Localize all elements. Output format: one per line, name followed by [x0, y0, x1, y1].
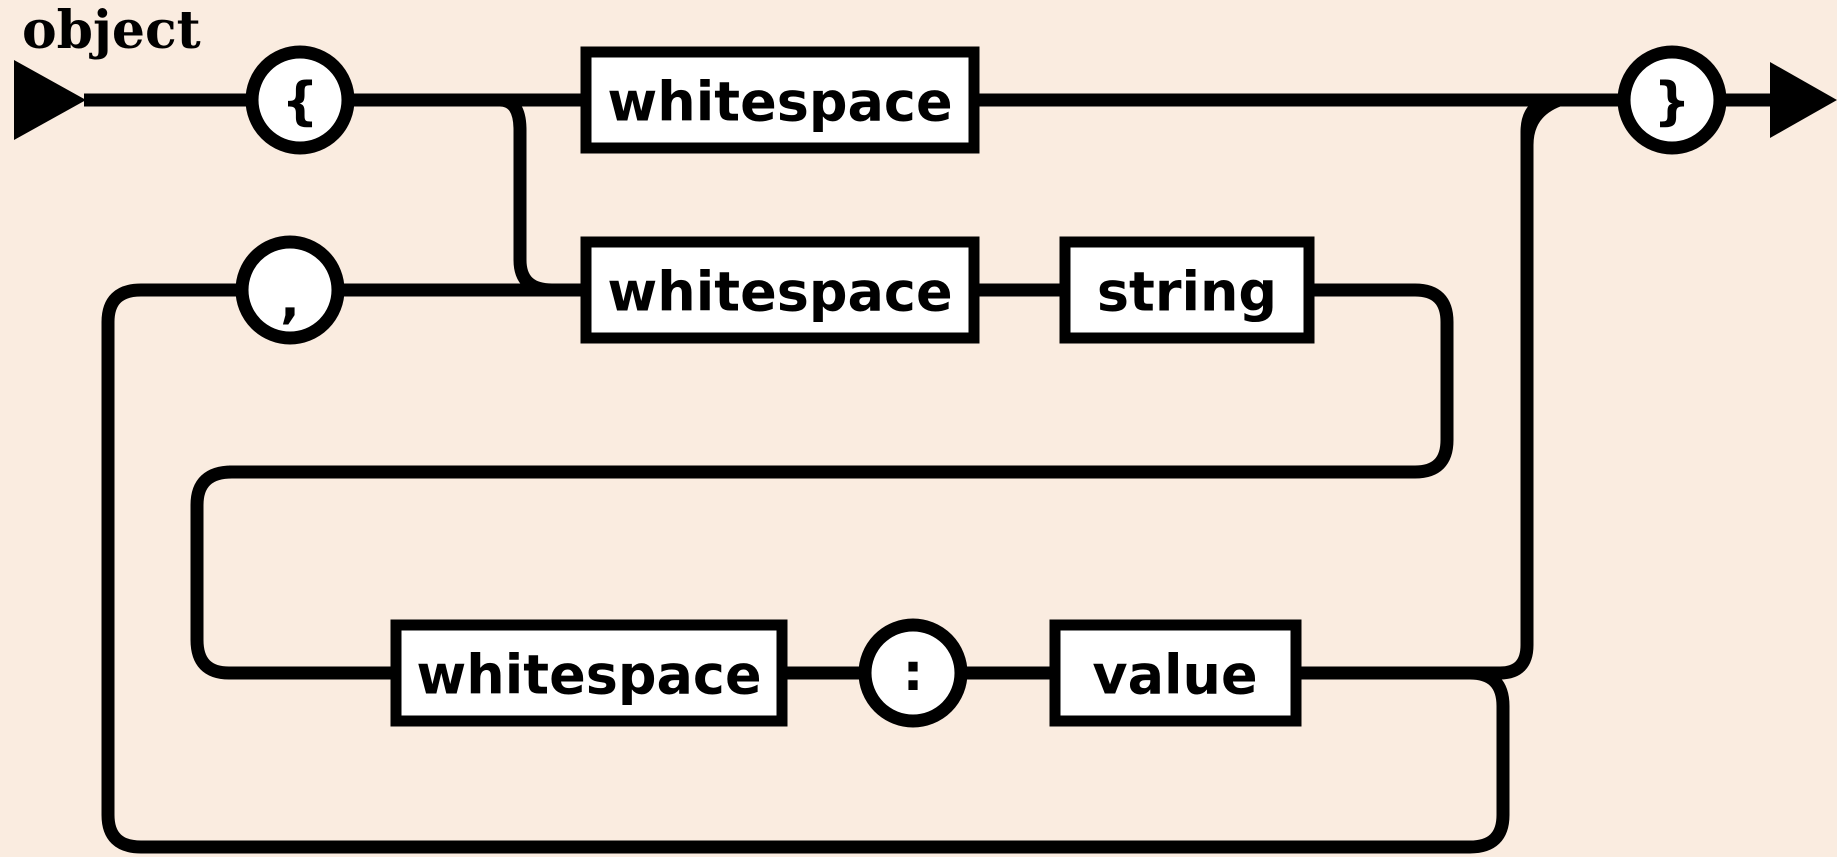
nonterminal-label: whitespace — [607, 261, 952, 324]
start-arrow-icon — [14, 60, 252, 140]
terminal-label: { — [281, 72, 318, 132]
terminal-comma[interactable]: , — [235, 235, 345, 345]
terminal-label: : — [903, 643, 924, 703]
nonterminal-whitespace-top[interactable]: whitespace — [580, 46, 980, 154]
diagram-title: object — [22, 0, 201, 61]
terminal-close-brace[interactable]: } — [1617, 45, 1727, 155]
second-row-rail — [229, 283, 1454, 479]
right-riser-join — [1520, 93, 1624, 160]
inner-loop-rail — [190, 465, 396, 680]
terminal-open-brace[interactable]: { — [245, 45, 355, 155]
nonterminal-whitespace-bottom[interactable]: whitespace — [390, 619, 788, 727]
nonterminal-value[interactable]: value — [1049, 619, 1302, 727]
nonterminal-label: whitespace — [416, 644, 761, 707]
outer-repeat-loop-rail — [101, 283, 1510, 854]
nonterminal-label: string — [1097, 261, 1277, 324]
nonterminal-label: whitespace — [607, 71, 952, 134]
terminal-label: , — [280, 270, 300, 330]
nonterminal-string[interactable]: string — [1059, 236, 1315, 344]
terminal-colon[interactable]: : — [858, 618, 968, 728]
nonterminal-label: value — [1092, 644, 1257, 707]
terminal-label: } — [1653, 72, 1690, 132]
nonterminal-whitespace-mid[interactable]: whitespace — [580, 236, 980, 344]
end-arrow-icon — [1720, 62, 1837, 138]
